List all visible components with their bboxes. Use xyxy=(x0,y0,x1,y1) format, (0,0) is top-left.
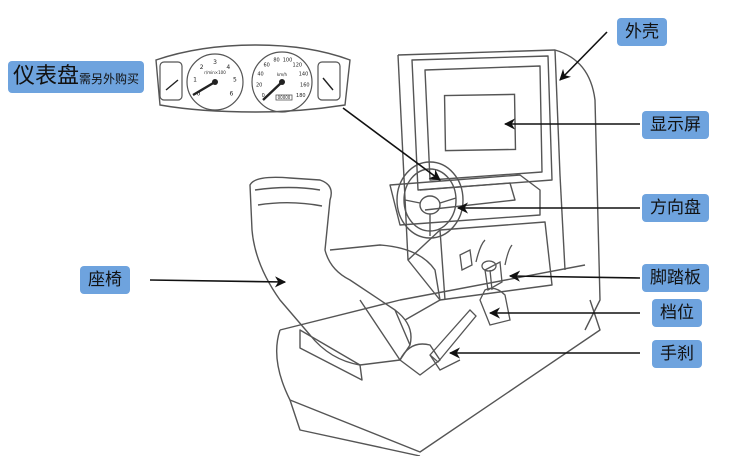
speed-tick-40: 40 xyxy=(257,72,263,78)
tach-tick-0: 0 xyxy=(197,91,201,98)
speed-tick-80: 80 xyxy=(273,57,279,63)
arrow-seat xyxy=(149,276,287,288)
label-dashboard-note: 需另外购买 xyxy=(79,72,140,86)
steering-wheel xyxy=(396,161,464,239)
tach-tick-5: 5 xyxy=(233,77,237,84)
dashboard-panel xyxy=(155,44,351,113)
arrow-pedals xyxy=(508,270,641,282)
tach-unit: r/min×100 xyxy=(204,70,226,75)
label-seat: 座椅 xyxy=(80,266,130,294)
tach-tick-4: 4 xyxy=(226,64,230,71)
speed-tick-60: 60 xyxy=(264,63,270,69)
speed-unit: km/h xyxy=(277,72,288,77)
speed-tick-20: 20 xyxy=(256,83,262,89)
speed-tick-120: 120 xyxy=(293,63,303,69)
speed-tick-180: 180 xyxy=(296,93,306,99)
simulator-shell xyxy=(275,49,601,456)
speed-tick-140: 140 xyxy=(299,72,309,78)
arrow-shell xyxy=(559,31,608,81)
label-dashboard: 仪表盘需另外购买 xyxy=(8,61,145,93)
tach-tick-2: 2 xyxy=(200,64,204,71)
handbrake xyxy=(429,309,477,371)
label-handbrake: 手刹 xyxy=(652,340,702,368)
label-steering-wheel: 方向盘 xyxy=(642,194,709,222)
label-pedals: 脚踏板 xyxy=(642,264,709,292)
tach-tick-1: 1 xyxy=(193,77,197,84)
arrow-dashboard xyxy=(342,107,441,181)
speed-tick-0: 0 xyxy=(262,93,265,99)
odometer: 00000 xyxy=(278,95,291,100)
seat xyxy=(249,176,441,381)
pedals xyxy=(459,239,513,292)
label-screen: 显示屏 xyxy=(642,111,709,139)
tach-tick-3: 3 xyxy=(213,59,217,66)
label-shell: 外壳 xyxy=(617,18,667,46)
speed-tick-160: 160 xyxy=(300,83,310,89)
speed-tick-100: 100 xyxy=(283,57,293,63)
label-dashboard-text: 仪表盘 xyxy=(13,64,80,89)
gear-shift xyxy=(479,260,511,326)
display-screen xyxy=(443,93,517,152)
tach-tick-6: 6 xyxy=(229,91,233,98)
label-gear-shift: 档位 xyxy=(652,299,702,327)
